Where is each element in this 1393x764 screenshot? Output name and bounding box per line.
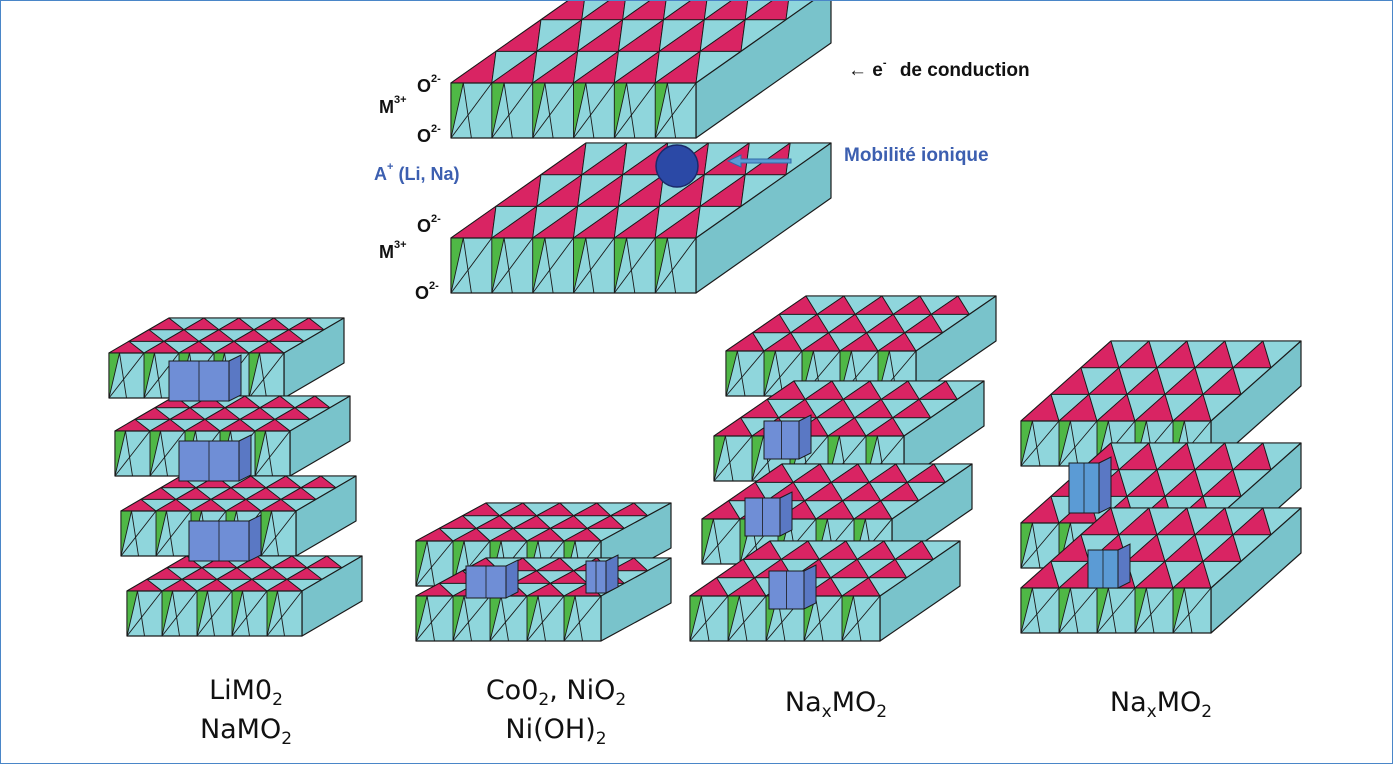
interlayer-s1-2	[178, 434, 252, 482]
alkali-ion-sphere	[655, 144, 699, 188]
slab-top-lower	[450, 142, 832, 294]
label-alkali-ion: A+ (Li, Na)	[374, 161, 460, 184]
interlayer-s2-1	[465, 559, 519, 599]
interlayer-s4-2	[1087, 543, 1131, 589]
slab-s1-4	[126, 555, 363, 637]
interlayer-s2-2	[585, 554, 619, 594]
label-oxygen-upper-1: O2-	[417, 73, 441, 96]
slab-top-upper	[450, 1, 832, 139]
interlayer-s3-2	[744, 491, 793, 537]
label-metal-upper: M3+	[379, 94, 407, 117]
label-electron-conduction: ← e- de conduction	[848, 57, 1030, 81]
interlayer-s4-1	[1068, 456, 1112, 514]
label-oxygen-upper-2: O2-	[417, 123, 441, 146]
caption-naxmo2-p-type: NaxMO2	[784, 687, 888, 722]
slab-s1-1	[108, 317, 345, 399]
label-oxygen-lower-2: O2-	[415, 280, 439, 303]
caption-limo2-namo2: LiM02 NaMO2	[199, 675, 293, 749]
interlayer-s3-3	[768, 564, 817, 610]
slab-s1-3	[120, 475, 357, 557]
caption-coo2-nio2: Co02, NiO2 Ni(OH)2	[485, 675, 627, 749]
left-arrow-icon: ←	[848, 60, 867, 81]
interlayer-s1-3	[188, 514, 262, 562]
label-metal-lower: M3+	[379, 239, 407, 262]
label-oxygen-lower-1: O2-	[417, 213, 441, 236]
interlayer-s1-1	[168, 354, 242, 402]
caption-naxmo2-prismatic: NaxMO2	[1109, 687, 1213, 722]
interlayer-s3-1	[763, 414, 812, 460]
mobility-arrow-icon	[726, 154, 792, 168]
label-ionic-mobility: Mobilité ionique	[844, 145, 989, 166]
